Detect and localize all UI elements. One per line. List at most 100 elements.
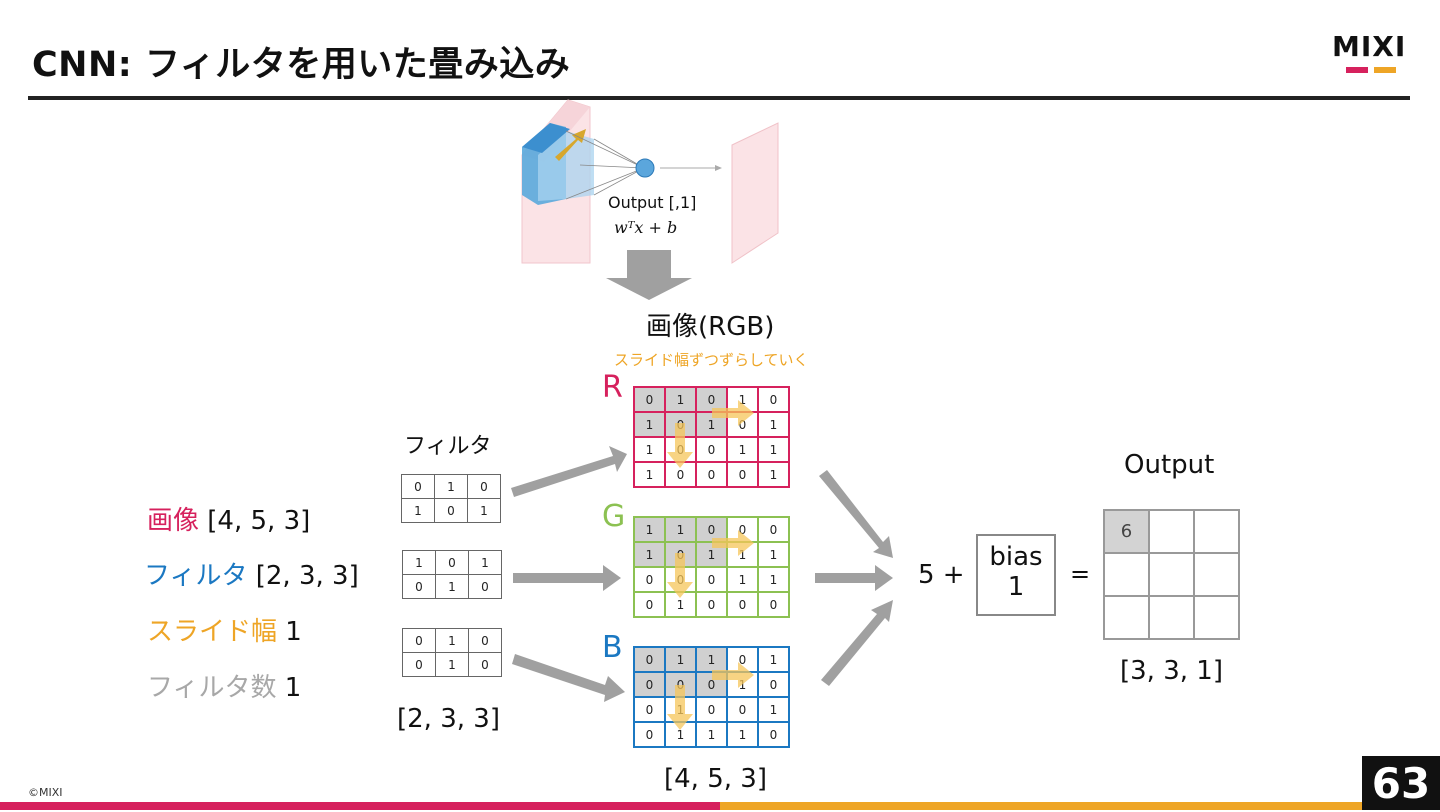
arrow-icon [819,470,893,558]
image-cell: 1 [695,721,728,748]
image-cell: 0 [726,696,759,723]
mixi-logo: MIXI [1332,30,1412,76]
image-cell: 0 [757,721,790,748]
image-cell: 0 [695,566,728,593]
image-cell: 1 [757,461,790,488]
image-cell: 0 [633,721,666,748]
image-cell: 1 [726,436,759,463]
legend-filter: フィルタ [2, 3, 3] [144,555,359,592]
image-cell: 1 [757,411,790,438]
page-title: CNN: フィルタを用いた畳み込み [32,45,571,85]
filter-cell: 0 [468,628,502,653]
filter-cell: 0 [467,474,501,499]
logo-bar-red [1346,67,1368,73]
filter-label: フィルタ [404,434,492,459]
filter-cell: 1 [435,628,469,653]
bias-value: 1 [1007,572,1025,602]
arrow-icon [513,565,621,591]
image-cell: 0 [695,461,728,488]
filter-cell: 1 [434,474,468,499]
filter-cell: 0 [468,652,502,677]
arrow-icon [821,600,893,686]
image-cell: 0 [633,671,666,698]
footer-bar-red [0,802,720,810]
image-cell: 1 [757,696,790,723]
image-cell: 0 [633,646,666,673]
image-cell: 1 [664,516,697,543]
output-cell [1103,595,1150,640]
down-arrow-icon [606,250,692,300]
image-cell: 1 [633,461,666,488]
down-arrow-icon [667,423,693,468]
output-cell [1148,595,1195,640]
image-cell: 1 [633,516,666,543]
image-cell: 1 [757,541,790,568]
image-cell: 1 [633,411,666,438]
output-label: Output [1124,450,1215,480]
image-cell: 1 [695,411,728,438]
filter-cell: 1 [468,550,502,575]
down-arrow-icon [667,553,693,598]
sum-value: 5 + [918,560,965,590]
arrow-icon [512,654,625,702]
output-cell [1193,552,1240,597]
image-cell: 1 [726,721,759,748]
image-shape-label: [4, 5, 3] [664,764,767,794]
image-cell: 1 [726,566,759,593]
right-arrow-icon [712,400,754,426]
image-rgb-label: 画像(RGB) [646,312,775,342]
neuron-output-label: Output [,1] [608,193,697,212]
output-cell [1148,509,1195,554]
down-arrow-icon [667,685,693,730]
neuron [635,158,655,178]
arrow-icon [815,565,893,591]
image-cell: 1 [757,646,790,673]
filter-cell: 0 [402,652,436,677]
legend-image-key: 画像 [147,506,200,536]
image-cell: 1 [633,541,666,568]
output-cell [1193,509,1240,554]
channel-b-label: B [602,630,623,665]
footer-bar-orange [720,802,1440,810]
image-cell: 0 [633,696,666,723]
image-cell: 1 [664,386,697,413]
legend-filter-key: フィルタ [144,561,248,591]
bias-box: bias 1 [976,534,1056,616]
image-cell: 0 [695,696,728,723]
page-number: 63 [1362,756,1440,810]
image-cell: 1 [633,436,666,463]
neuron-formula: wᵀx + b [614,218,678,237]
legend-filter-count: フィルタ数 1 [147,667,301,704]
image-cell: 0 [726,591,759,618]
title-divider [28,96,1410,100]
logo-text: MIXI [1332,30,1407,63]
image-cell: 1 [695,646,728,673]
channel-g-label: G [602,499,626,534]
output-grid: 6 [1103,509,1240,640]
output-cell [1103,552,1150,597]
slide-arrows-overlay [667,400,754,730]
legend-filter-count-key: フィルタ数 [147,673,277,703]
output-plane [731,122,779,264]
image-cell: 0 [695,591,728,618]
legend-filter-value: [2, 3, 3] [247,561,359,591]
filter-cell: 0 [402,628,436,653]
image-cell: 1 [757,566,790,593]
legend-image-value: [4, 5, 3] [199,506,311,536]
slide-note: スライド幅ずつずらしていく [614,351,809,369]
image-cell: 1 [757,436,790,463]
filter-cell: 0 [402,574,436,599]
right-arrow-icon [712,530,754,556]
conv-3d-illustration [521,99,779,264]
filter-cell: 1 [402,550,436,575]
legend-stride: スライド幅 1 [147,611,302,648]
filter-cell: 0 [435,550,469,575]
output-cell [1193,595,1240,640]
image-cell: 0 [633,566,666,593]
legend-image: 画像 [4, 5, 3] [147,500,310,537]
legend-stride-value: 1 [277,617,302,647]
right-arrow-icon [712,662,754,688]
